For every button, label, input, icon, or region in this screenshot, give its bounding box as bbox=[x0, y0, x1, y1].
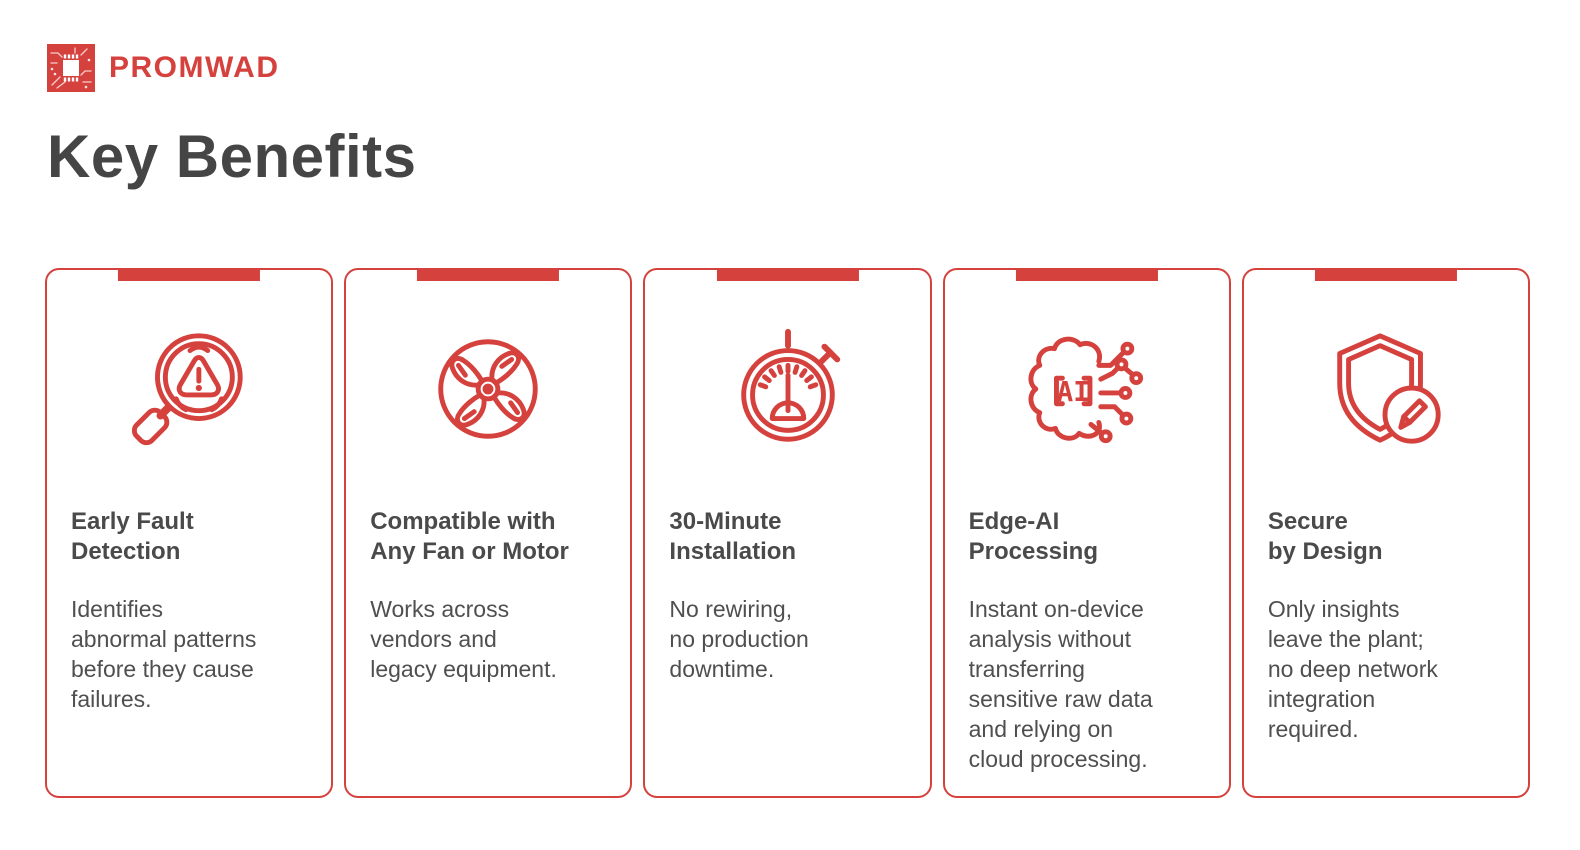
header: PROMWAD bbox=[0, 0, 1580, 92]
card-description: No rewiring, no production downtime. bbox=[669, 596, 809, 682]
chip-pcb-icon bbox=[47, 44, 95, 92]
svg-text:AI: AI bbox=[1056, 375, 1089, 408]
card-title: Edge-AI Processing bbox=[968, 508, 1098, 565]
card-secure-by-design: Secure by Design Only insights leave the… bbox=[1241, 268, 1531, 798]
card-top-accent bbox=[1314, 268, 1457, 281]
card-30-minute-installation: 30-Minute Installation No rewiring, no p… bbox=[643, 268, 932, 798]
shield-edit-icon bbox=[1244, 324, 1528, 454]
ai-brain-icon: AI bbox=[945, 324, 1229, 454]
card-top-accent bbox=[1015, 268, 1158, 281]
magnifier-alert-icon bbox=[47, 324, 331, 454]
card-top-accent bbox=[417, 268, 560, 281]
card-description: Identifies abnormal patterns before they… bbox=[71, 596, 257, 712]
benefit-cards: Early Fault Detection Identifies abnorma… bbox=[0, 268, 1580, 798]
page-title: Key Benefits bbox=[47, 123, 417, 190]
card-description: Works across vendors and legacy equipmen… bbox=[370, 596, 557, 682]
fan-icon bbox=[346, 324, 630, 454]
card-description: Instant on-device analysis without trans… bbox=[968, 596, 1153, 772]
card-top-accent bbox=[716, 268, 859, 281]
card-title: Secure by Design bbox=[1267, 508, 1383, 565]
brand-name: PROMWAD bbox=[109, 51, 280, 84]
stopwatch-icon bbox=[645, 324, 929, 454]
card-title: Early Fault Detection bbox=[71, 508, 194, 565]
card-edge-ai-processing: AI Edge-AI Processing Instant on-device … bbox=[942, 268, 1231, 798]
card-title: 30-Minute Installation bbox=[669, 508, 797, 565]
card-early-fault-detection: Early Fault Detection Identifies abnorma… bbox=[45, 268, 334, 798]
card-description: Only insights leave the plant; no deep n… bbox=[1267, 596, 1438, 742]
card-compatible-fan-motor: Compatible with Any Fan or Motor Works a… bbox=[344, 268, 633, 798]
card-title: Compatible with Any Fan or Motor bbox=[370, 508, 569, 565]
card-top-accent bbox=[118, 268, 261, 281]
